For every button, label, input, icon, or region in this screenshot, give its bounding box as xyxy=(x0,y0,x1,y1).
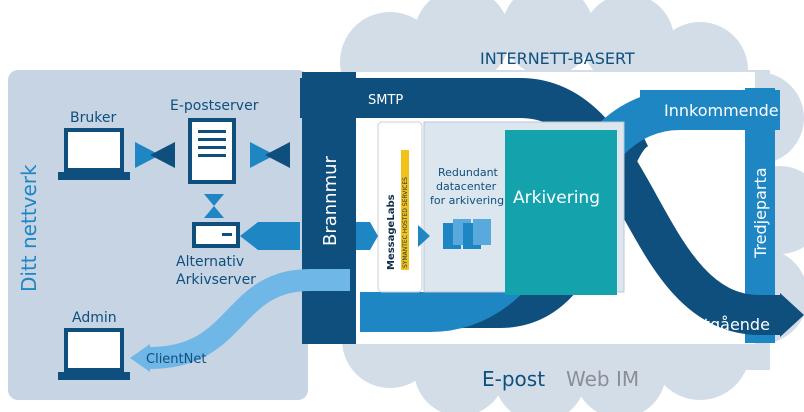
hourglass-icon xyxy=(204,194,224,218)
archive-return-arrow-icon xyxy=(240,222,300,250)
datacenter-arrow-icon xyxy=(418,225,430,247)
smtp-entry-arrow-icon xyxy=(356,222,378,250)
admin-label: Admin xyxy=(72,310,117,326)
outgoing-loop xyxy=(300,78,780,335)
mail-server-icon xyxy=(188,118,236,184)
user-label: Bruker xyxy=(70,110,116,126)
archive-server-label: Arkivserver xyxy=(176,272,256,288)
firewall-column xyxy=(302,72,356,344)
clientnet-arrow-icon xyxy=(130,344,150,372)
admin-monitor-icon xyxy=(58,328,130,380)
user-monitor-icon xyxy=(58,128,130,180)
smtp-label: SMTP xyxy=(368,93,403,108)
redundant-label: Redundant xyxy=(438,166,499,179)
symantec-label: SYMANTEC HOSTED SERVICES xyxy=(402,177,409,268)
firewall-label: Brannmur xyxy=(320,155,341,246)
internet-label: INTERNETT-BASERT xyxy=(480,49,635,68)
clientnet-label: ClientNet xyxy=(146,352,206,367)
archiving-label: Arkivering xyxy=(513,188,600,208)
outgoing-arrow-icon xyxy=(780,293,804,337)
alternative-label: Alternativ xyxy=(176,254,244,270)
messagelabs-label: MessageLabs xyxy=(386,194,397,270)
messagelabs-card xyxy=(377,121,423,293)
your-network-label: Ditt nettverk xyxy=(17,164,41,292)
third-party-label: Tredjeparta xyxy=(751,167,770,259)
for-archiving-label: for arkivering xyxy=(430,194,504,207)
server-stack-icon xyxy=(443,219,491,249)
archive-server-icon xyxy=(192,222,240,248)
connector-icon xyxy=(135,142,290,168)
webim-label: Web IM xyxy=(566,367,639,391)
datacenter-label: datacenter xyxy=(436,180,497,193)
incoming-block xyxy=(640,90,780,130)
email-label: E-post xyxy=(482,367,545,391)
incoming-label: Innkommende xyxy=(664,101,779,120)
arkivering-box xyxy=(505,130,617,295)
clientnet-swoosh xyxy=(149,269,350,369)
symantec-stripe xyxy=(401,150,409,270)
outgoing-label: Utgående xyxy=(692,315,770,334)
mail-server-label: E-postserver xyxy=(170,98,259,114)
